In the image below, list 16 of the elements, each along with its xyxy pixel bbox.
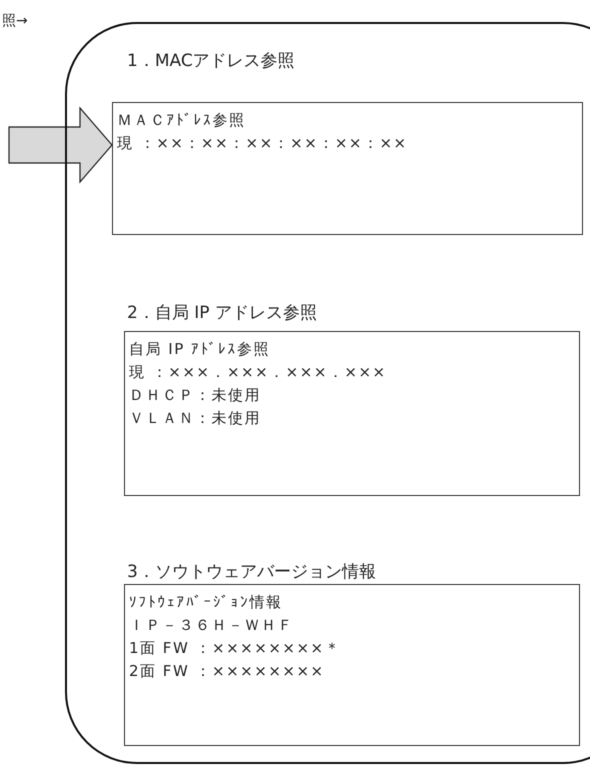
display-line: ＭＡＣｱﾄﾞﾚｽ参照 [117,110,246,131]
display-line: ＩＰ－３６Ｈ－ＷＨＦ [129,615,294,636]
display-line: ｿﾌﾄｳｪｱﾊﾞｰｼﾞｮﾝ情報 [129,592,282,613]
display-line: ＶＬＡＮ：未使用 [129,408,261,429]
display-line: 現 ：×××．×××．×××．××× [129,362,387,383]
rounded-panel [65,22,590,764]
note-text: 照→ [2,12,28,30]
section-heading: 1．MACアドレス参照 [127,50,295,72]
section-heading: 3．ソウトウェアバージョン情報 [127,561,376,583]
display-line: 現 ：××：××：××：××：××：×× [117,133,408,154]
display-line: 自局 IP ｱﾄﾞﾚｽ参照 [129,339,270,360]
display-line: ＤＨＣＰ：未使用 [129,385,261,406]
display-line: 1面 FW ：××××××××＊ [129,638,342,659]
display-line: 2面 FW ：×××××××× [129,661,325,682]
section-heading: 2．自局 IP アドレス参照 [127,302,317,324]
block-arrow [8,106,113,184]
